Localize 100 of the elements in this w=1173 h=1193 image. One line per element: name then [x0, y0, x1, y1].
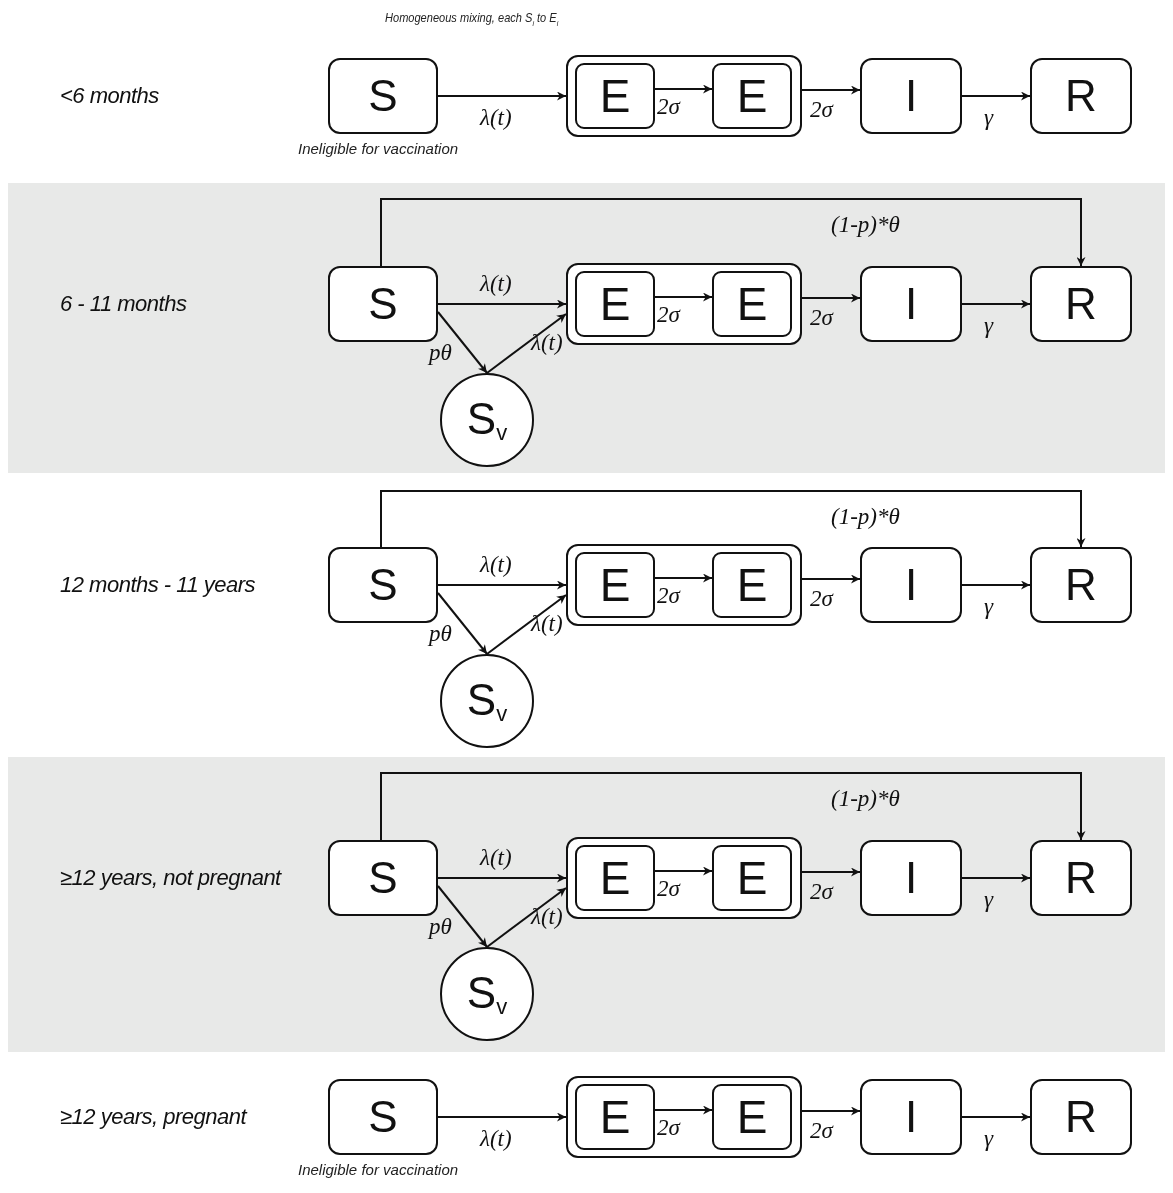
compartment-box	[575, 1084, 655, 1150]
compartment-box	[712, 845, 792, 911]
edge-label: pθ	[429, 915, 452, 938]
arrow	[961, 1112, 1031, 1122]
edge-label: pθ	[429, 341, 452, 364]
compartment-label: E	[599, 281, 631, 327]
row-label: <6 months	[60, 83, 159, 109]
compartment-label: I	[904, 856, 918, 900]
edge-label: λ(t)	[531, 331, 563, 354]
compartment-box	[712, 552, 792, 618]
compartment-box	[328, 547, 438, 623]
arrow	[437, 592, 488, 655]
compartment-label: E	[736, 562, 768, 608]
edge-label: (1-p)*θ	[831, 787, 900, 810]
compartment-label: I	[904, 74, 918, 118]
group-box	[566, 544, 802, 626]
compartment-label: R	[1065, 282, 1097, 326]
compartment-box	[860, 547, 962, 623]
arrow	[437, 580, 567, 590]
arrow	[801, 574, 861, 584]
arrow	[437, 311, 488, 374]
edge-label: 2σ	[810, 880, 833, 903]
edge-label: λ(t)	[480, 1127, 512, 1150]
compartment-label: I	[904, 282, 918, 326]
edge-label: 2σ	[657, 303, 680, 326]
edge-label: λ(t)	[531, 612, 563, 635]
compartment-box	[328, 840, 438, 916]
compartment-label: S	[368, 282, 398, 326]
compartment-label: E	[736, 73, 768, 119]
compartment-box	[712, 1084, 792, 1150]
compartment-label: S$_{v}$	[466, 396, 508, 444]
row-label: ≥12 years, pregnant	[60, 1104, 247, 1130]
edge-label: γ	[984, 595, 994, 618]
edge-label: λ(t)	[531, 905, 563, 928]
note-text: Ineligible for vaccination	[298, 1161, 459, 1178]
edge-label: γ	[984, 1127, 994, 1150]
edge-label: 2σ	[657, 877, 680, 900]
arrow	[380, 198, 1086, 267]
row-label: ≥12 years, not pregnant	[60, 865, 281, 891]
compartment-box	[860, 840, 962, 916]
arrow	[961, 299, 1031, 309]
group-box	[566, 837, 802, 919]
compartment-label: S$_{v}$	[466, 677, 508, 725]
arrow	[961, 580, 1031, 590]
compartment-label: E	[736, 855, 768, 901]
edge-label: γ	[984, 106, 994, 129]
compartment-box	[575, 552, 655, 618]
edge-label: pθ	[429, 622, 452, 645]
compartment-label: E	[599, 73, 631, 119]
edge-label: 2σ	[657, 95, 680, 118]
compartment-label: R	[1065, 1095, 1097, 1139]
group-box	[566, 55, 802, 137]
compartment-label: I	[904, 1095, 918, 1139]
compartment-box	[575, 63, 655, 129]
arrow	[437, 885, 488, 948]
arrow	[801, 85, 861, 95]
arrow	[654, 1105, 713, 1115]
edge-label: 2σ	[810, 306, 833, 329]
compartment-label: S$_{v}$	[466, 970, 508, 1018]
row-band	[8, 757, 1165, 1052]
edge-label: 2σ	[657, 1116, 680, 1139]
compartment-label: S	[368, 1095, 398, 1139]
edge-label: λ(t)	[480, 272, 512, 295]
arrow	[961, 873, 1031, 883]
note-text: Ineligible for vaccination	[298, 140, 459, 157]
row-band	[8, 183, 1165, 473]
compartment-box	[328, 266, 438, 342]
arrow	[486, 594, 567, 655]
arrow	[486, 887, 567, 948]
arrow	[654, 573, 713, 583]
compartment-label: I	[904, 563, 918, 607]
compartment-label: E	[599, 562, 631, 608]
group-box	[566, 263, 802, 345]
compartment-label: R	[1065, 856, 1097, 900]
arrow	[437, 91, 567, 101]
compartment-box	[712, 63, 792, 129]
compartment-label: R	[1065, 563, 1097, 607]
compartment-box	[860, 266, 962, 342]
arrow	[961, 91, 1031, 101]
edge-label: γ	[984, 888, 994, 911]
arrow	[437, 1112, 567, 1122]
row-label: 12 months - 11 years	[60, 572, 256, 598]
arrow	[654, 84, 713, 94]
compartment-label: S	[368, 563, 398, 607]
edge-label: (1-p)*θ	[831, 505, 900, 528]
compartment-box	[1030, 58, 1132, 134]
edge-label: 2σ	[657, 584, 680, 607]
compartment-box	[1030, 1079, 1132, 1155]
compartment-label: R	[1065, 74, 1097, 118]
arrow	[801, 293, 861, 303]
diagram-title: Homogeneous mixing, each S$_{i}$ to E$_{i}$	[385, 10, 559, 28]
compartment-box	[1030, 266, 1132, 342]
compartment-label: E	[736, 281, 768, 327]
compartment-label: S	[368, 74, 398, 118]
edge-label: 2σ	[810, 587, 833, 610]
arrow	[801, 867, 861, 877]
compartment-box	[575, 845, 655, 911]
group-box	[566, 1076, 802, 1158]
compartment-box	[1030, 840, 1132, 916]
arrow	[380, 772, 1086, 841]
